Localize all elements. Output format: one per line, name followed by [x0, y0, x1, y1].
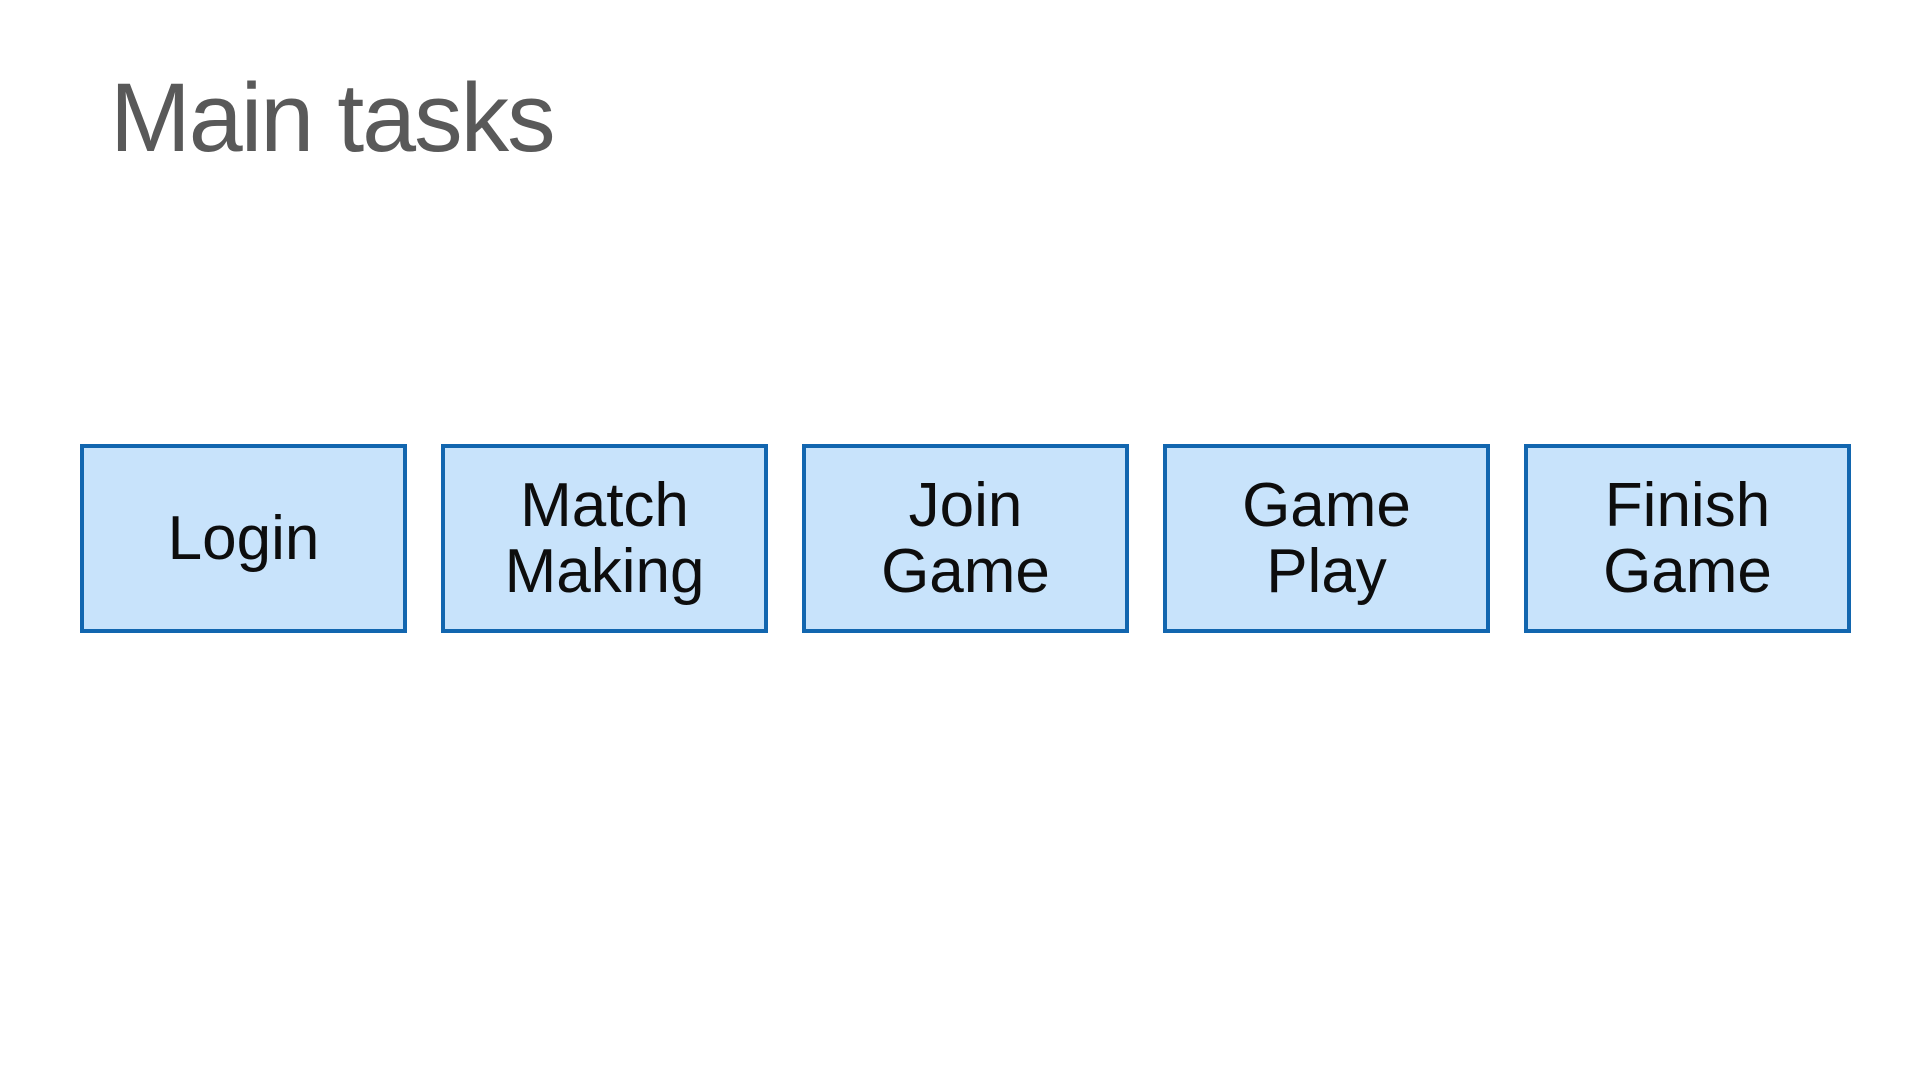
- task-label: Finish Game: [1603, 470, 1772, 606]
- task-label: Match Making: [504, 470, 705, 606]
- task-label: Join Game: [881, 470, 1050, 606]
- tasks-row: Login Match Making Join Game Game Play F…: [80, 444, 1851, 633]
- task-box-login: Login: [80, 444, 407, 633]
- page-title: Main tasks: [110, 63, 556, 172]
- task-box-join-game: Join Game: [802, 444, 1129, 633]
- task-box-finish-game: Finish Game: [1524, 444, 1851, 633]
- task-box-match-making: Match Making: [441, 444, 768, 633]
- task-box-game-play: Game Play: [1163, 444, 1490, 633]
- task-label: Game Play: [1242, 470, 1411, 606]
- task-label: Login: [167, 503, 320, 573]
